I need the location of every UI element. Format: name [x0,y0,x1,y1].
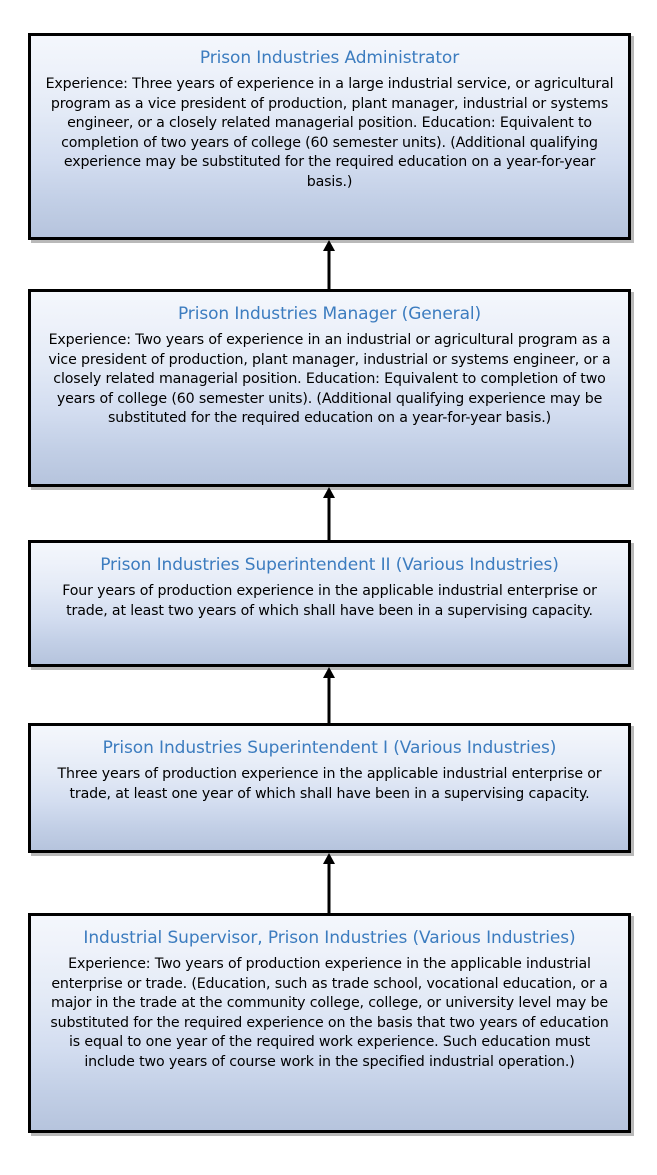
node-prison-industries-superintendent-i: Prison Industries Superintendent I (Vari… [28,723,631,853]
node-body: Experience: Three years of experience in… [45,76,614,190]
node-body: Experience: Two years of production expe… [50,956,609,1070]
arrow-head [323,667,335,678]
arrow-head [323,853,335,864]
node-title: Prison Industries Manager (General) [177,304,482,324]
arrow-shaft [327,249,331,289]
node-title: Industrial Supervisor, Prison Industries… [83,928,576,948]
arrow-head [323,487,335,498]
arrow-up-icon-industrial-supervisor-to-superintendent-i [322,853,336,913]
arrow-up-icon-manager-to-administrator [322,240,336,289]
node-prison-industries-superintendent-ii: Prison Industries Superintendent II (Var… [28,540,631,667]
node-title: Prison Industries Superintendent II (Var… [100,555,559,575]
arrow-shaft [327,862,331,913]
node-body: Four years of production experience in t… [62,583,597,619]
arrow-up-icon-superintendent-ii-to-manager [322,487,336,540]
node-prison-industries-administrator: Prison Industries Administrator Experien… [28,33,631,240]
node-body: Experience: Two years of experience in a… [48,332,611,427]
arrow-shaft [327,676,331,723]
arrow-up-icon-superintendent-i-to-superintendent-ii [322,667,336,723]
node-title: Prison Industries Superintendent I (Vari… [102,738,557,758]
arrow-head [323,240,335,251]
node-industrial-supervisor-prison-industries: Industrial Supervisor, Prison Industries… [28,913,631,1133]
arrow-shaft [327,496,331,540]
node-prison-industries-manager-general: Prison Industries Manager (General) Expe… [28,289,631,487]
node-title: Prison Industries Administrator [199,48,460,68]
node-body: Three years of production experience in … [57,766,602,802]
